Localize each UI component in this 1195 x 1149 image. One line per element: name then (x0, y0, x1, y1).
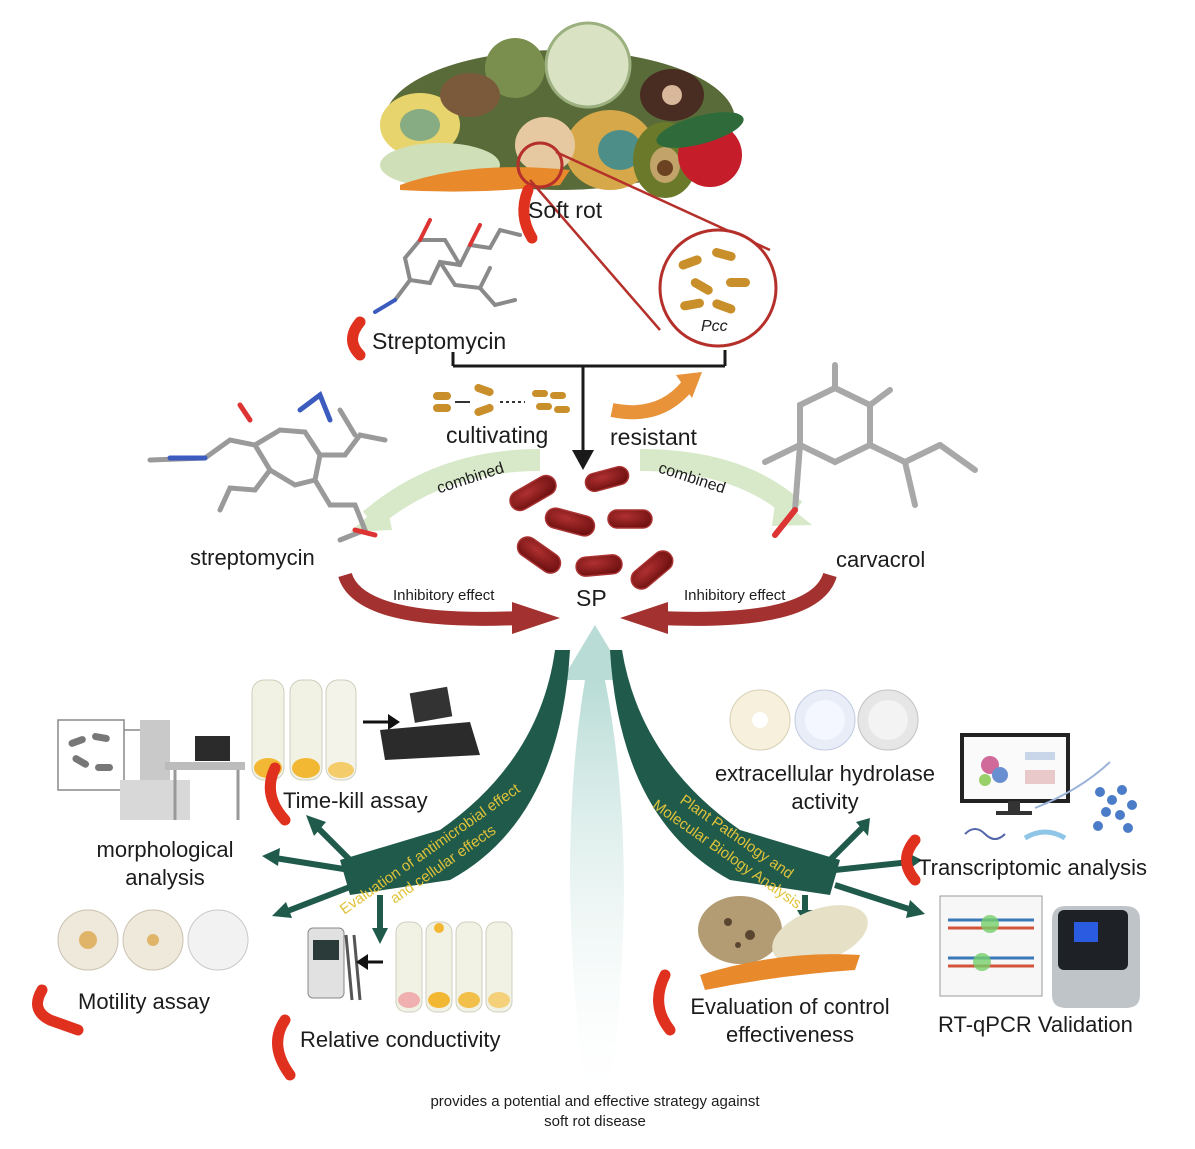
label-rtqpcr: RT-qPCR Validation (938, 1012, 1133, 1037)
rtqpcr-machine-icon (939, 895, 1140, 1008)
cultivating-icon (433, 383, 570, 417)
red-marker-icons (32, 184, 921, 1081)
label-motility: Motility assay (78, 989, 211, 1014)
label-hydrolase: extracellular hydrolase activity (714, 761, 936, 814)
label-transcriptomic: Transcriptomic analysis (918, 855, 1148, 880)
label-inhibitory-left: Inhibitory effect (393, 587, 495, 604)
label-morphological: morphological analysis (96, 837, 234, 890)
label-time-kill: Time-kill assay (283, 788, 428, 813)
time-kill-tubes-icon (251, 679, 480, 781)
resistant-arrow-icon (610, 372, 702, 420)
label-streptomycin-top: Streptomycin (372, 328, 507, 354)
sem-microscope-icon (57, 719, 245, 820)
label-soft-rot: Soft rot (528, 197, 603, 223)
inhibitory-arrows (338, 572, 837, 634)
combined-arrows (350, 449, 812, 532)
label-sp: SP (576, 585, 607, 611)
motility-plates-icon (57, 909, 249, 971)
merge-connector (451, 350, 727, 470)
streptomycin-molecule-icon (373, 218, 522, 314)
vegetable-pile-icon (380, 21, 744, 198)
right-branch-tree (610, 650, 925, 924)
diseased-produce-icon (698, 896, 868, 990)
label-carvacrol: carvacrol (836, 547, 926, 572)
carvacrol-molecule-icon (762, 362, 978, 538)
label-conclusion: provides a potential and effective strat… (430, 1093, 760, 1130)
streptomycin-3d-molecule-icon (147, 391, 388, 543)
label-control: Evaluation of control effectiveness (690, 994, 890, 1047)
label-pcc: Pcc (701, 318, 728, 335)
sp-bacteria-cluster-icon (509, 465, 674, 590)
conductivity-meter-icon (307, 921, 513, 1013)
hydrolase-plates-icon (729, 689, 919, 751)
label-conductivity: Relative conductivity (300, 1027, 501, 1052)
label-streptomycin: streptomycin (190, 545, 315, 570)
label-cultivating: cultivating (446, 422, 549, 448)
label-resistant: resistant (610, 424, 697, 450)
pcc-bacteria-icon (678, 248, 750, 314)
label-inhibitory-right: Inhibitory effect (684, 587, 786, 604)
left-branch-tree (262, 650, 570, 944)
transcriptomic-monitor-icon (960, 733, 1137, 841)
